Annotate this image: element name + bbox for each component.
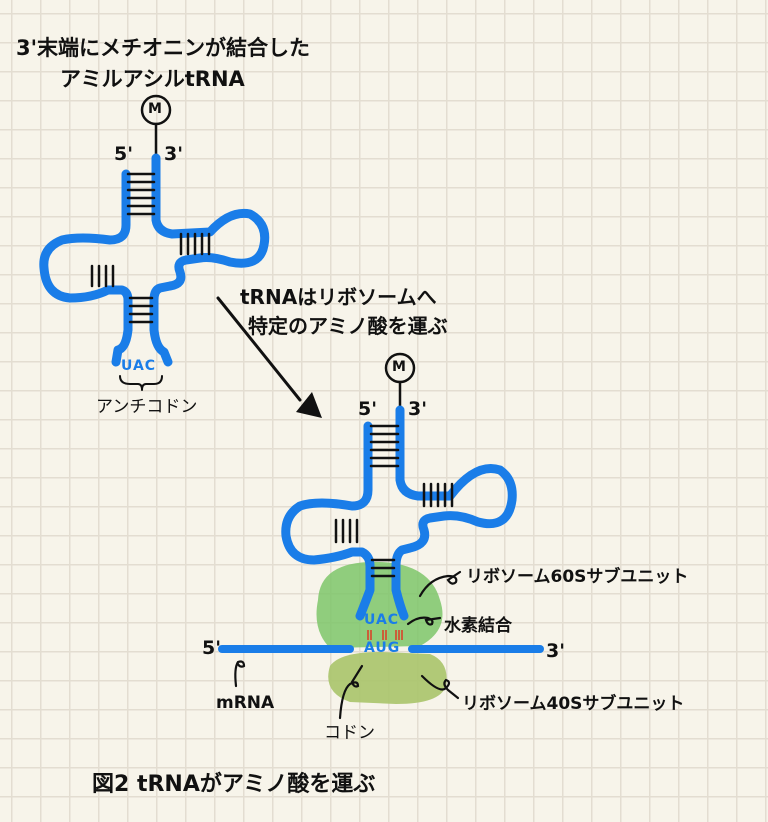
ribosome-40s-shape [328, 652, 447, 704]
trna-bound [281, 352, 517, 621]
hydrogen-bond-label: 水素結合 [444, 616, 512, 636]
trna-free-3prime: 3' [164, 143, 184, 165]
trna-bound-3prime: 3' [408, 398, 428, 420]
trna-free-5prime: 5' [114, 143, 134, 165]
transfer-arrow [216, 296, 322, 418]
methionine-label-bound: M [392, 359, 406, 375]
anticodon-bound: UAC [364, 612, 400, 628]
leader-lines [234, 570, 462, 720]
methionine-label: M [148, 101, 162, 117]
mrna-label: mRNA [216, 693, 275, 713]
title-line-1: 3'末端にメチオニンが結合した [16, 36, 311, 60]
trna-free [39, 94, 270, 391]
mrna-3prime: 3' [546, 640, 566, 662]
codon-label: コドン [324, 723, 375, 743]
anticodon-brace [119, 375, 163, 391]
arrow-caption-line-1: tRNAはリボソームへ [240, 285, 437, 309]
methionine-circle-bound [384, 352, 416, 384]
codon-aug: AUG [364, 640, 401, 656]
mrna-5prime: 5' [202, 637, 222, 659]
ribosome-60s-label: リボソーム60Sサブユニット [466, 567, 689, 587]
figure-caption: 図2 tRNAがアミノ酸を運ぶ [92, 772, 376, 797]
anticodon-free: UAC [121, 358, 157, 374]
arrow-caption-line-2: 特定のアミノ酸を運ぶ [248, 314, 448, 338]
trna-bound-5prime: 5' [358, 398, 378, 420]
methionine-circle [140, 94, 172, 126]
anticodon-label: アンチコドン [96, 397, 198, 417]
ribosome-60s-shape [316, 561, 443, 648]
title-line-2: アミルアシルtRNA [60, 67, 245, 91]
ribosome-40s-label: リボソーム40Sサブユニット [462, 694, 685, 714]
hydrogen-bonds [367, 630, 403, 640]
